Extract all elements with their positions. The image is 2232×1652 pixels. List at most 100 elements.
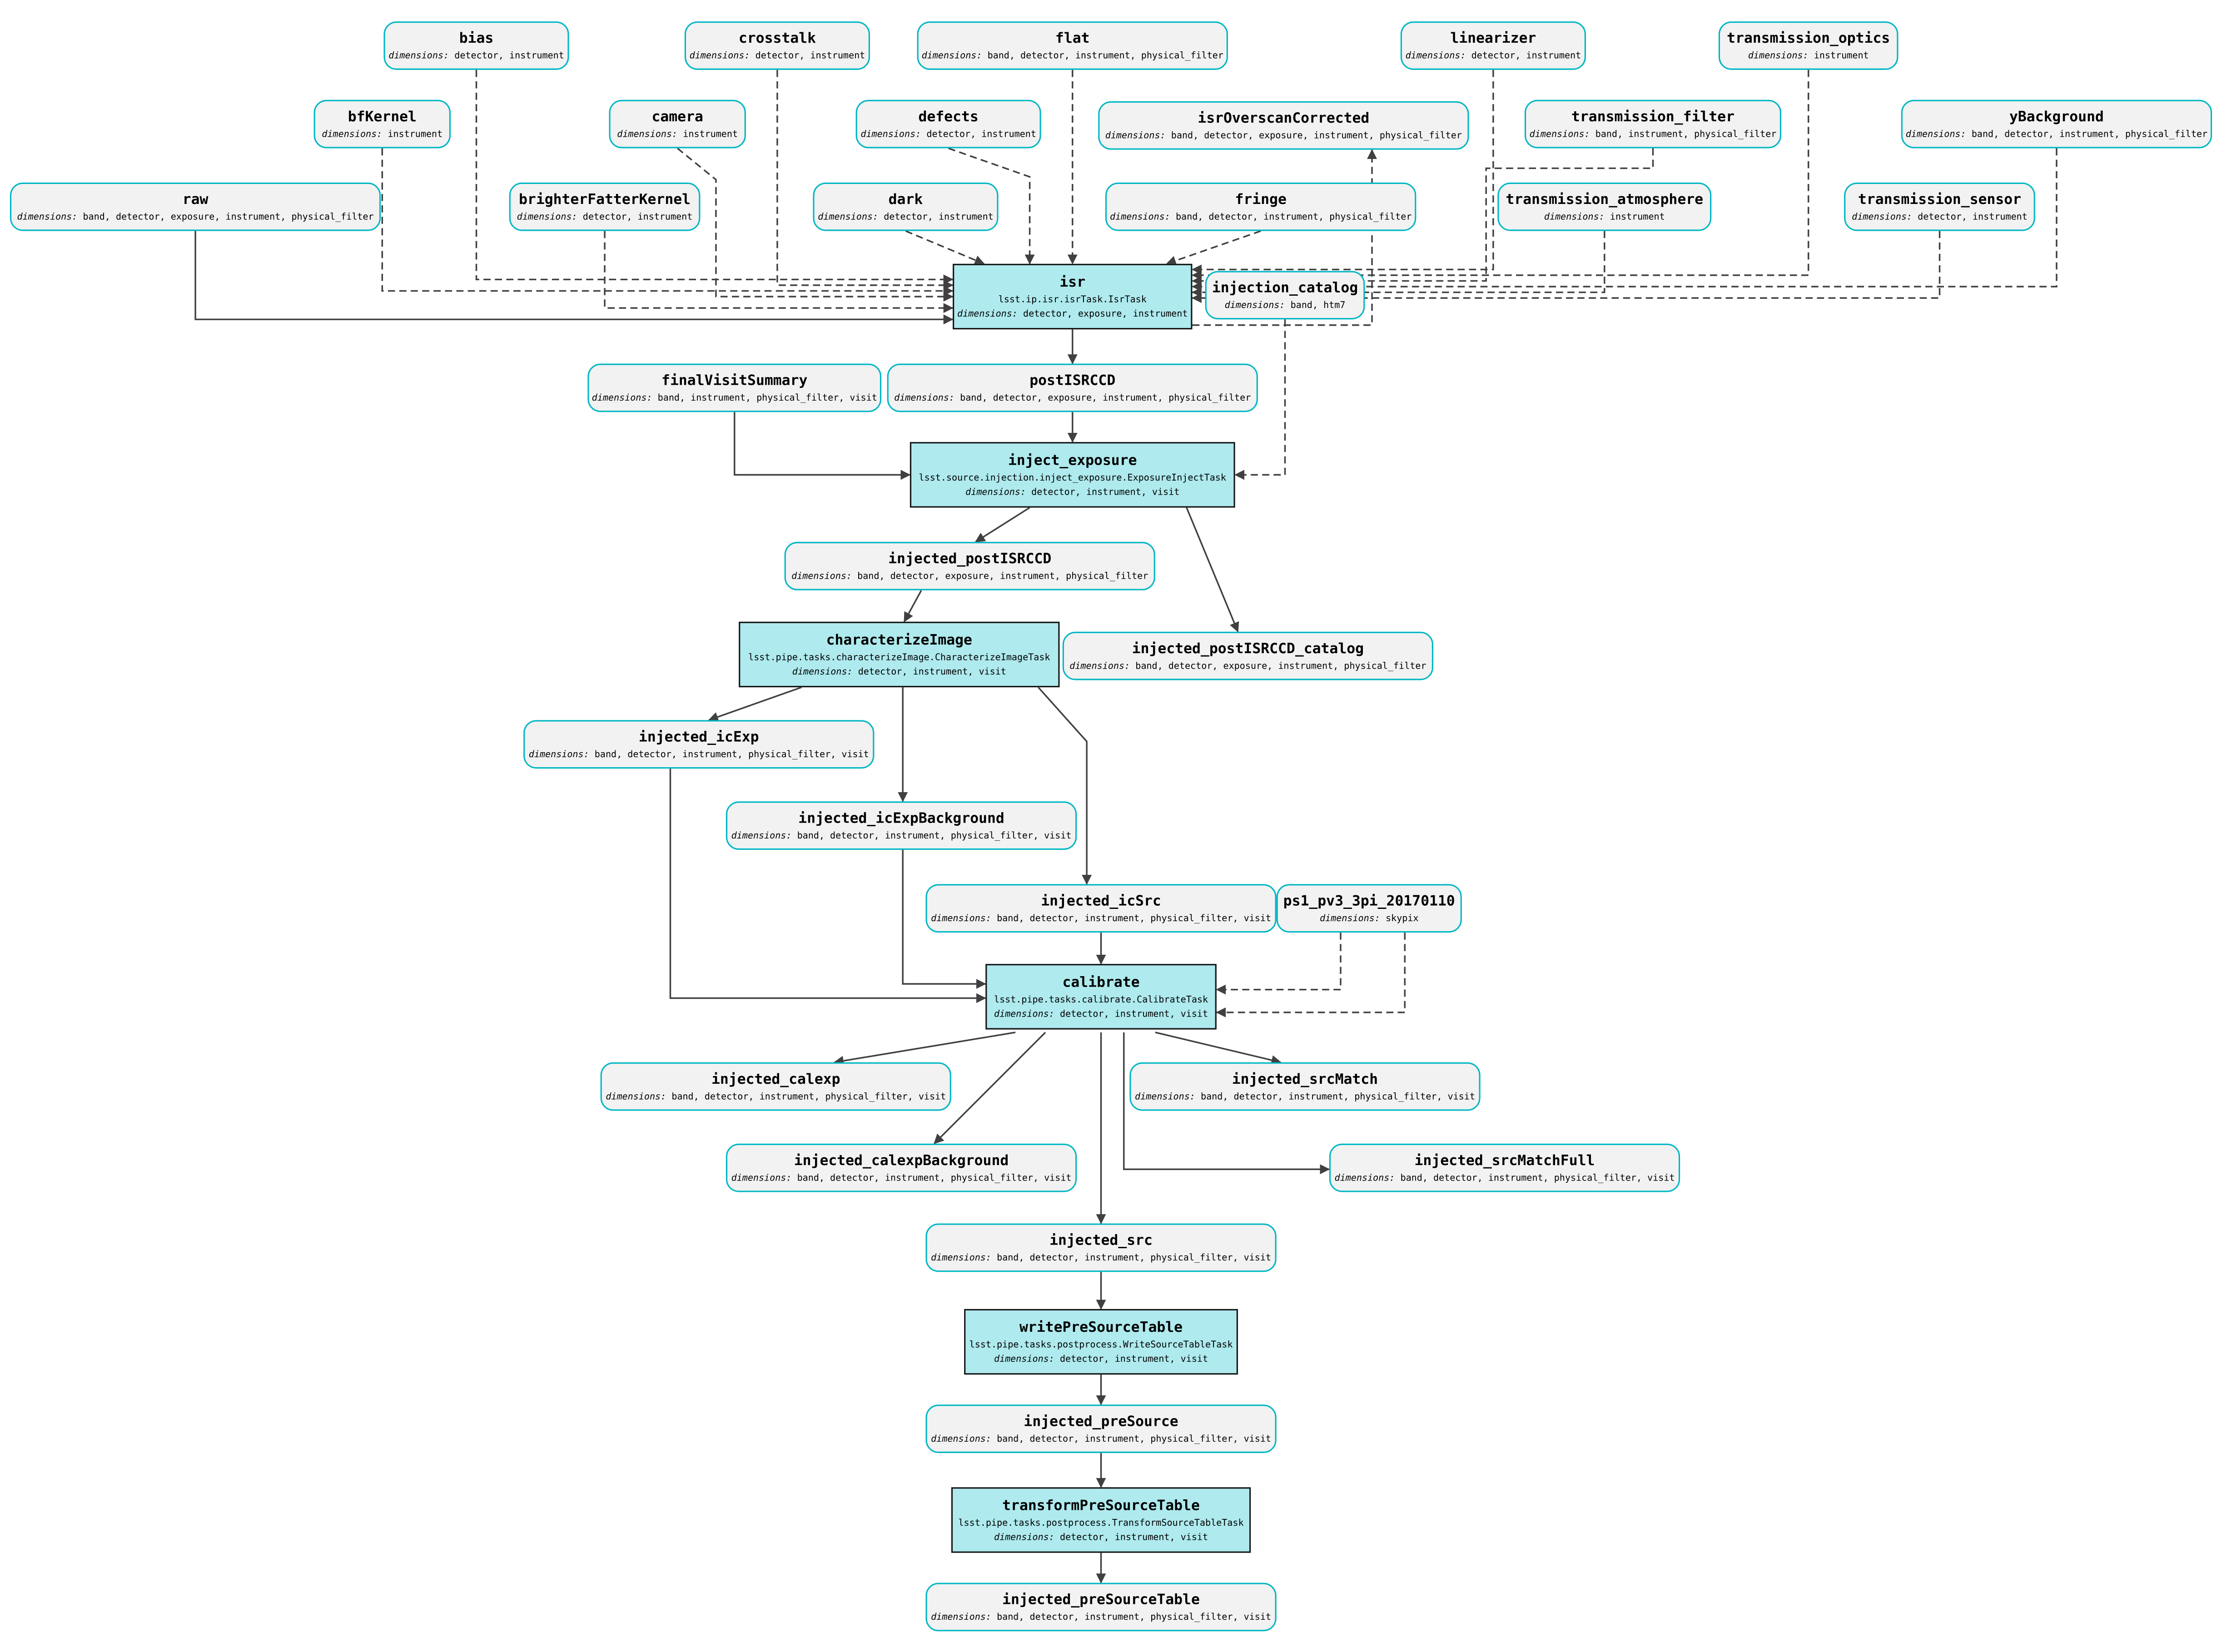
edge-bias--isr (475, 69, 954, 285)
dataset-title: injected_icExp (638, 729, 759, 746)
dimensions-values: instrument (1814, 50, 1869, 61)
dataset-title: postISRCCD (1029, 373, 1116, 389)
edge-calibrate--injected_calexpBackground (934, 1032, 1046, 1144)
dataset-title: bias (459, 31, 494, 47)
node-dimensions-line: dimensions: detector, instrument, visit (994, 1531, 1208, 1543)
dimensions-values: detector, instrument (884, 211, 994, 223)
edge-injection_catalog--inject_exposure (1234, 319, 1286, 480)
dimensions-label: dimensions: (1105, 129, 1166, 141)
dimensions-values: detector, instrument (755, 50, 865, 61)
edge-linearizer--isr (1191, 69, 1494, 275)
dimensions-label: dimensions: (17, 211, 78, 223)
edge-finalVisitSummary--inject_exposure (734, 412, 911, 480)
dimensions-values: band, detector, instrument, physical_fil… (1200, 1091, 1475, 1102)
edge-raw--isr (194, 231, 954, 325)
edge-injected_icExp--calibrate (669, 769, 986, 1003)
dimensions-label: dimensions: (606, 1091, 666, 1102)
dataset-title: raw (182, 192, 209, 208)
dimensions-label: dimensions: (1319, 912, 1380, 924)
dimensions-label: dimensions: (931, 912, 991, 924)
dataset-title: injection_catalog (1212, 280, 1358, 297)
dimensions-values: band, detector, instrument, physical_fil… (797, 1171, 1072, 1184)
node-postISRCCD: postISRCCD dimensions: band, detector, ex… (887, 363, 1258, 412)
dimensions-values: band, detector, instrument, physical_fil… (1971, 128, 2208, 140)
node-dimensions-line: dimensions: band, htm7 (1225, 299, 1346, 311)
node-dimensions-line: dimensions: detector, instrument (690, 50, 865, 61)
task-class-path: lsst.source.injection.inject_exposure.Ex… (919, 472, 1226, 484)
node-dimensions-line: dimensions: instrument (1544, 211, 1665, 223)
node-dimensions-line: dimensions: band, detector, exposure, in… (1069, 660, 1426, 672)
dimensions-label: dimensions: (894, 392, 955, 403)
dimensions-values: detector, instrument, visit (1031, 485, 1180, 497)
node-dimensions-line: dimensions: band, detector, exposure, in… (1105, 129, 1462, 141)
edge-transmission_filter--isr (1191, 148, 1654, 286)
dataset-title: injected_icExpBackground (798, 811, 1004, 827)
dataset-title: crosstalk (738, 31, 816, 47)
dimensions-label: dimensions: (957, 307, 1018, 319)
node-dimensions-line: dimensions: detector, instrument (818, 211, 994, 223)
dataset-title: injected_preSourceTable (1002, 1592, 1200, 1608)
dimensions-values: detector, instrument, visit (1059, 1007, 1208, 1019)
edge-defects--isr (948, 147, 1035, 265)
dimensions-label: dimensions: (1405, 50, 1466, 61)
dimensions-values: instrument (388, 128, 443, 140)
edge-ps1_pv3_3pi_20170110--calibrate (1216, 933, 1406, 1017)
edge-injected_postISRCCD--characterizeImage (903, 590, 922, 623)
dataset-title: ps1_pv3_3pi_20170110 (1283, 893, 1455, 910)
dataset-title: injected_src (1049, 1233, 1153, 1249)
node-dimensions-line: dimensions: detector, instrument, visit (792, 665, 1006, 677)
node-dimensions-line: dimensions: band, detector, instrument, … (1906, 128, 2207, 140)
task-title: writePreSourceTable (1019, 1320, 1183, 1337)
dimensions-label: dimensions: (994, 1531, 1054, 1543)
dimensions-values: band, detector, instrument, physical_fil… (997, 1611, 1271, 1622)
edge-characterizeImage--injected_icExp (708, 686, 802, 722)
node-ps1_pv3_3pi_20170110: ps1_pv3_3pi_20170110 dimensions: skypix (1276, 884, 1462, 933)
dataset-title: transmission_atmosphere (1506, 192, 1704, 208)
node-transmission_atmosphere: transmission_atmosphere dimensions: instr… (1497, 182, 1712, 231)
node-dimensions-line: dimensions: band, detector, exposure, in… (791, 570, 1148, 582)
dimensions-label: dimensions: (1224, 299, 1285, 311)
dimensions-label: dimensions: (791, 570, 852, 582)
node-dimensions-line: dimensions: instrument (322, 128, 442, 140)
node-dimensions-line: dimensions: band, detector, instrument, … (1135, 1091, 1475, 1102)
dimensions-values: band, instrument, physical_filter, visit (657, 392, 877, 403)
dataset-title: linearizer (1450, 31, 1536, 47)
task-title: calibrate (1062, 975, 1140, 992)
dimensions-label: dimensions: (528, 748, 589, 760)
dimensions-values: band, detector, instrument, physical_fil… (1175, 211, 1412, 223)
node-dimensions-line: dimensions: band, detector, instrument, … (1110, 211, 1412, 223)
dimensions-values: detector, instrument (926, 128, 1036, 140)
dimensions-values: band, detector, exposure, instrument, ph… (857, 570, 1148, 582)
dimensions-values: band, detector, exposure, instrument, ph… (1135, 660, 1427, 672)
node-dimensions-line: dimensions: skypix (1320, 913, 1418, 924)
dimensions-label: dimensions: (617, 128, 678, 140)
dimensions-label: dimensions: (731, 1171, 792, 1184)
node-dimensions-line: dimensions: band, detector, instrument, … (922, 50, 1223, 61)
edge-bfKernel--isr (381, 148, 954, 296)
dimensions-values: band, detector, instrument, physical_fil… (1400, 1171, 1675, 1184)
node-injection_catalog: injection_catalog dimensions: band, htm7 (1205, 271, 1365, 320)
dataset-title: injected_preSource (1024, 1414, 1178, 1430)
dimensions-label: dimensions: (1135, 1091, 1195, 1102)
dataset-title: injected_srcMatchFull (1414, 1153, 1595, 1169)
edge-inject_exposure--injected_postISRCCD_catalog (1186, 507, 1239, 633)
dimensions-values: band, detector, exposure, instrument, ph… (960, 392, 1251, 403)
dimensions-label: dimensions: (931, 1433, 991, 1444)
dimensions-label: dimensions: (517, 211, 577, 223)
